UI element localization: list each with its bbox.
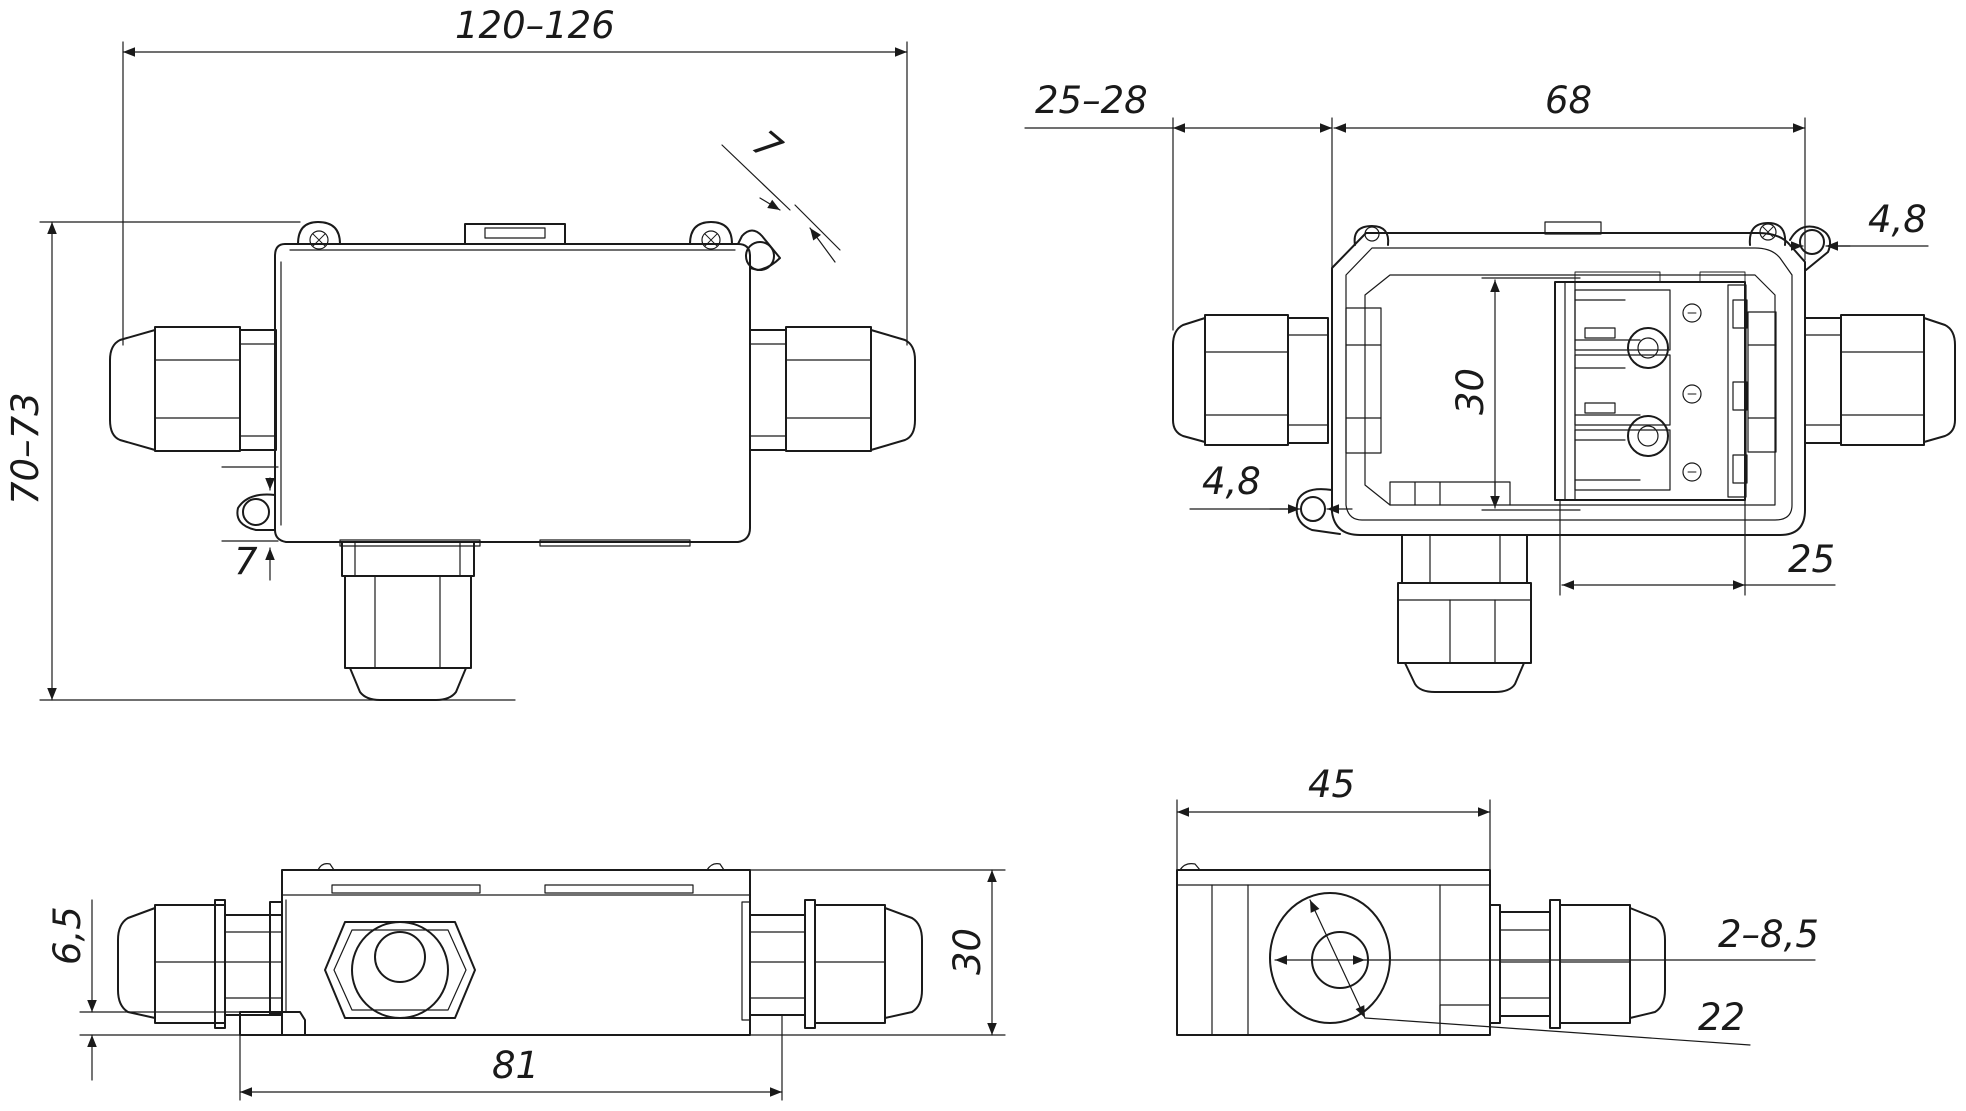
dim-line-lug-top (759, 197, 781, 211)
end-top-bump (1179, 863, 1201, 871)
dim-label-side-height: 30 (946, 928, 989, 975)
side-top-slot (544, 884, 694, 894)
side-base-plate (239, 1011, 306, 1036)
mounting-hole-icon (1300, 496, 1326, 522)
screw-slot (1762, 226, 1774, 238)
front-top-left-boss (297, 221, 341, 245)
open-boss-right (1748, 222, 1787, 246)
end-gland-face (1269, 892, 1391, 1024)
dim-line-lug-top (809, 227, 836, 263)
end-view: 45 2–8,5 22 (1176, 763, 1819, 1046)
side-hex-inner (333, 929, 467, 1011)
screw-icon (1759, 223, 1777, 241)
open-left-lug (1295, 488, 1341, 535)
leader-line (1364, 1017, 1751, 1046)
dim-label-gland-length: 25–28 (1035, 79, 1148, 122)
dim-line-gland-diameter (1309, 899, 1366, 1019)
open-box-cavity (1364, 274, 1776, 506)
dim-label-cable-range: 2–8,5 (1718, 913, 1819, 956)
side-left-gland (117, 899, 283, 1029)
front-bottom-gland (341, 541, 475, 701)
mounting-hole-icon (745, 241, 775, 271)
terminal-screw-icon (1627, 327, 1669, 369)
latch-slot (484, 227, 546, 239)
terminal-small-screw-icon (1682, 384, 1702, 404)
front-left-lug (236, 493, 276, 531)
open-view: 25–28 68 4,8 4,8 30 25 (1024, 79, 1956, 693)
mounting-hole-icon (1799, 229, 1825, 255)
side-right-gland (749, 899, 923, 1029)
mounting-hole-icon (242, 498, 270, 526)
side-top-slot (331, 884, 481, 894)
side-view: 6,5 30 81 (46, 863, 1006, 1101)
side-top-bumps (317, 863, 725, 871)
screw-icon (309, 230, 329, 250)
open-boss-left (1353, 225, 1390, 246)
screw-slot (704, 233, 718, 247)
dim-label-gland-diameter: 22 (1698, 996, 1745, 1039)
front-box-body (274, 243, 751, 543)
dim-label-end-width: 45 (1308, 763, 1355, 806)
front-bottom-strip (339, 539, 481, 547)
extension-line (721, 144, 791, 211)
dim-label-hole-bottom: 4,8 (1202, 460, 1261, 503)
side-right-tab (741, 901, 751, 1021)
front-bottom-strip (539, 539, 691, 547)
open-bottom-gland (1397, 534, 1532, 693)
terminal-screw-icon (1627, 415, 1669, 457)
open-box-outer (1331, 232, 1806, 536)
dim-label-lug-top: 7 (744, 122, 790, 170)
end-right-gland (1489, 899, 1666, 1029)
dim-label-body-length: 68 (1545, 79, 1592, 122)
dim-label-lug-bottom: 7 (234, 540, 258, 583)
dim-label-terminal-width: 25 (1788, 538, 1835, 581)
side-cable-hole-icon (374, 931, 426, 983)
screw-slot (312, 233, 326, 247)
open-right-gland (1747, 311, 1956, 453)
dim-label-overall-height: 70–73 (4, 392, 47, 505)
front-top-right-boss (689, 221, 733, 245)
open-left-gland (1172, 307, 1382, 454)
extension-line (794, 204, 841, 251)
open-top-tab (1544, 221, 1602, 235)
terminal-block (1554, 271, 1748, 501)
terminal-small-screw-icon (1682, 462, 1702, 482)
end-box-body (1176, 869, 1491, 1036)
dim-label-hole-top: 4,8 (1868, 198, 1927, 241)
front-top-latch (464, 223, 566, 245)
dim-label-overall-length: 120–126 (455, 4, 615, 47)
front-view: 120–126 70–73 7 7 (4, 4, 916, 701)
open-box-inner (1345, 247, 1793, 521)
dim-label-base-offset: 6,5 (46, 906, 89, 965)
dim-label-terminal-height: 30 (1449, 368, 1492, 415)
terminal-small-screw-icon (1682, 303, 1702, 323)
screw-icon (701, 230, 721, 250)
open-internal-boss (1389, 481, 1511, 506)
screw-icon (1364, 226, 1380, 242)
front-right-gland (749, 326, 916, 452)
side-nut-ring (351, 921, 449, 1019)
front-box-inner-edge (280, 249, 736, 526)
front-left-gland (109, 326, 277, 452)
end-bottom-foot (1439, 1004, 1491, 1036)
open-right-lug (1789, 225, 1831, 271)
side-hex-nut (324, 921, 476, 1019)
dim-label-side-length: 81 (492, 1044, 539, 1087)
